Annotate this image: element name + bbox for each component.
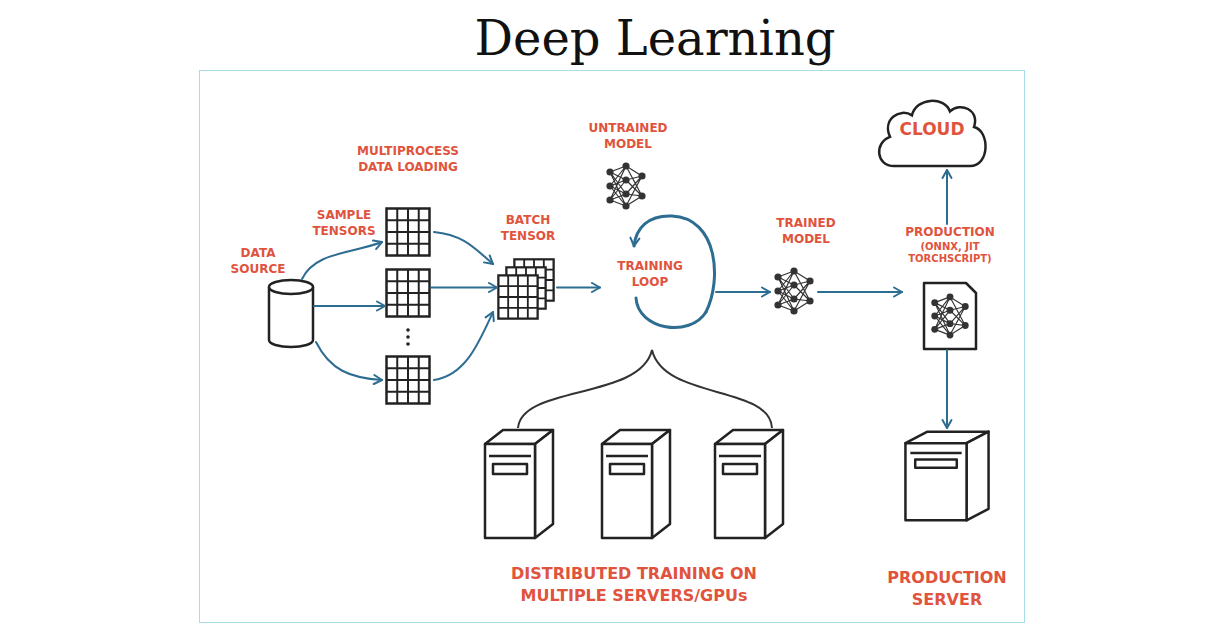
- node-label: BATCH TENSOR: [495, 212, 561, 244]
- ellipsis-dots: [406, 328, 410, 346]
- node-label: DISTRIBUTED TRAINING ON MULTIPLE SERVERS…: [484, 563, 784, 606]
- sample-tensors: MULTIPROCESS DATA LOADINGSAMPLE TENSORS: [385, 207, 431, 405]
- node-label: TRAINING LOOP: [608, 258, 692, 290]
- tensor-grid: [387, 357, 430, 404]
- connector-arrow: [557, 287, 600, 289]
- database-cylinder: [269, 280, 313, 347]
- trained-model: TRAINED MODEL: [770, 262, 818, 322]
- server-icon: [485, 430, 553, 538]
- server-icon: [715, 430, 783, 538]
- tensor-grid: [387, 270, 430, 317]
- network-icon: [606, 162, 645, 209]
- training-loop: TRAINING LOOP: [600, 218, 716, 334]
- connector-arrow: [314, 305, 385, 307]
- network-icon: [774, 267, 813, 314]
- loader-arrows: [302, 232, 493, 380]
- data-source: DATA SOURCE: [268, 272, 314, 340]
- node-label: PRODUCTION SERVER: [879, 567, 1015, 610]
- connector-arrow: [431, 287, 497, 289]
- frame: [200, 71, 1025, 623]
- production-server: PRODUCTION SERVER: [903, 428, 991, 522]
- tensor-grid: [387, 209, 430, 256]
- production-model: PRODUCTION(ONNX, JIT TORCHSCRIPT): [902, 224, 998, 350]
- untrained-model: UNTRAINED MODEL: [603, 160, 649, 212]
- distributed-servers: DISTRIBUTED TRAINING ON MULTIPLE SERVERS…: [483, 428, 785, 541]
- connector-arrow: [818, 291, 902, 293]
- diagram-title: Deep Learning: [400, 14, 910, 62]
- node-label: CLOUD: [872, 88, 992, 170]
- node-label: MULTIPROCESS DATA LOADING: [348, 143, 468, 175]
- connector-arrow: [716, 291, 770, 293]
- server-icon: [602, 430, 670, 538]
- node-sublabel: (ONNX, JIT TORCHSCRIPT): [905, 241, 995, 265]
- node-label: DATA SOURCE: [226, 245, 290, 277]
- node-label: TRAINED MODEL: [770, 215, 842, 247]
- server-icon: [905, 432, 988, 521]
- batch-grid: [498, 275, 537, 318]
- model-file: [924, 283, 976, 349]
- connector-arrow: [946, 170, 948, 224]
- brace: [518, 350, 772, 428]
- batch-tensor: BATCH TENSOR: [497, 255, 557, 320]
- connector-arrow: [946, 350, 948, 428]
- node-label: UNTRAINED MODEL: [583, 120, 673, 152]
- cloud: CLOUD: [872, 88, 992, 170]
- network-icon: [931, 293, 968, 338]
- node-label: PRODUCTION: [902, 224, 998, 240]
- node-sublabel: SAMPLE TENSORS: [309, 207, 379, 239]
